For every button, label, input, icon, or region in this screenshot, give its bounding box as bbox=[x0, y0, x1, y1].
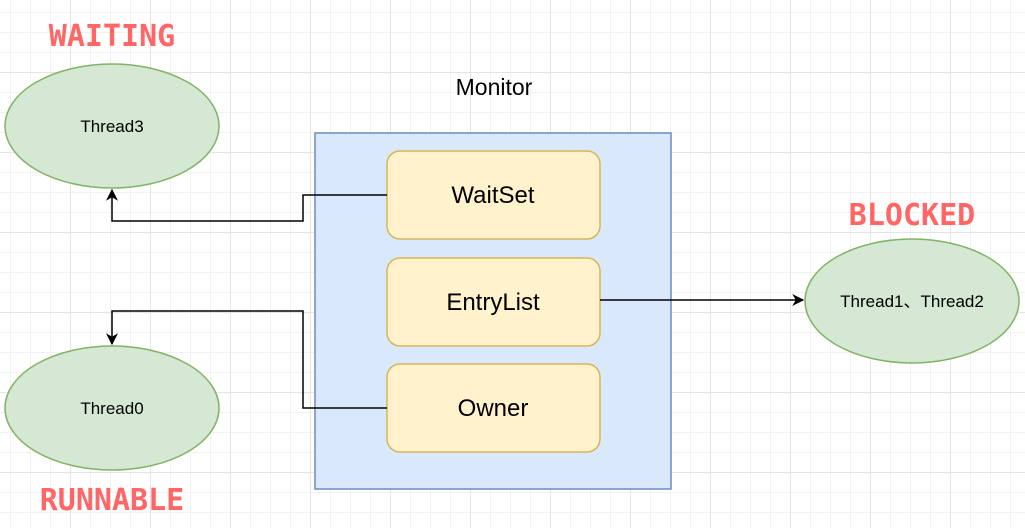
waiting-thread-label: Thread3 bbox=[80, 117, 143, 136]
waiting-thread-node[interactable]: Thread3 bbox=[4, 63, 220, 189]
owner-label: Owner bbox=[458, 395, 529, 422]
entry-list-box bbox=[386, 257, 601, 347]
wait-set-node[interactable]: WaitSet bbox=[386, 150, 601, 240]
waiting-thread-ellipse bbox=[4, 63, 220, 189]
waiting-state-label: WAITING bbox=[49, 19, 175, 54]
runnable-state-label: RUNNABLE bbox=[40, 483, 185, 518]
blocked-threads-ellipse bbox=[804, 238, 1020, 364]
owner-node[interactable]: Owner bbox=[386, 363, 601, 453]
runnable-thread-node[interactable]: Thread0 bbox=[4, 345, 220, 471]
monitor-title: Monitor bbox=[456, 74, 533, 100]
entry-list-node[interactable]: EntryList bbox=[386, 257, 601, 347]
blocked-threads-label: Thread1、Thread2 bbox=[840, 292, 984, 311]
wait-set-label: WaitSet bbox=[451, 182, 534, 209]
owner-to-runnable-edge bbox=[106, 310, 387, 409]
waitset-to-waiting-edge bbox=[106, 188, 387, 222]
blocked-state-label: BLOCKED bbox=[849, 198, 975, 233]
blocked-threads-node[interactable]: Thread1、Thread2 bbox=[804, 238, 1020, 364]
entry-list-label: EntryList bbox=[446, 289, 540, 316]
runnable-thread-ellipse bbox=[4, 345, 220, 471]
runnable-thread-label: Thread0 bbox=[80, 399, 143, 418]
